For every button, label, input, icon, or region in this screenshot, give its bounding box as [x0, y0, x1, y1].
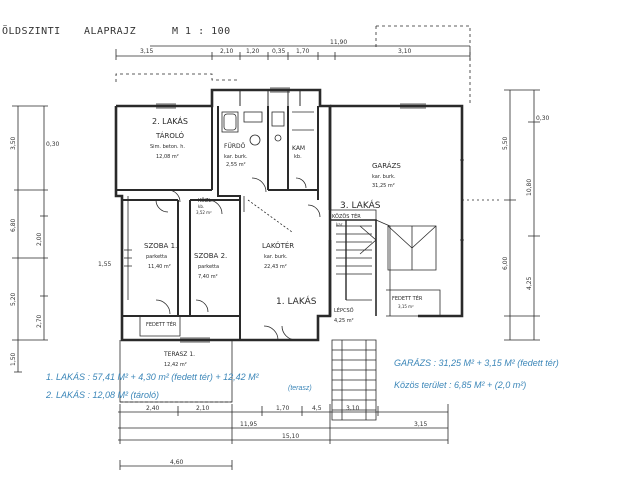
room-lakoter-label: LAKÓTÉR [262, 241, 294, 250]
room-kozl-floor: kb. [198, 204, 204, 209]
room-lepcso-area: 4,25 m² [334, 318, 354, 324]
dim-bottom-1: 2,40 [146, 405, 160, 412]
dim-bottom-4: 4,5 [312, 405, 322, 412]
dim-bottom-3: 1,70 [276, 405, 290, 412]
room-lakas2-label: 2. LAKÁS [152, 115, 188, 126]
note-lakas2: 2. LAKÁS : 12,08 M² (tároló) [45, 390, 159, 400]
room-garazs-floor: kar. burk. [372, 174, 396, 180]
dim-bottom-right: 3,15 [414, 421, 428, 428]
room-szoba2-floor: parketta [198, 264, 219, 270]
dim-right-1: 5,50 [502, 136, 509, 150]
room-szoba1-floor: parketta [146, 254, 167, 260]
dim-left-3: 5,20 [10, 292, 17, 306]
room-lakoter-floor: kar. burk. [264, 254, 288, 260]
room-kamra-label: KAM [292, 145, 305, 152]
dim-top-5: 1,70 [296, 48, 310, 55]
room-fedett-left-label: FEDETT TÉR [146, 320, 177, 328]
dim-top-2: 2,10 [220, 48, 234, 55]
room-kozos-label: KÖZÖS TÉR [332, 212, 361, 220]
note-lakas1-terasz: (terasz) [288, 385, 312, 392]
dim-bottom-2: 2,10 [196, 405, 210, 412]
dim-top-4: 0,35 [272, 48, 286, 55]
room-tarolo-floor: Sim. beton. h. [150, 144, 185, 150]
room-kozl-area: 3,52 m² [196, 210, 212, 215]
room-terasz-label: TERASZ 1. [163, 351, 195, 358]
room-szoba2-area: 7,40 m² [198, 274, 218, 280]
room-garazs-area: 31,25 m² [372, 183, 395, 189]
dim-top-total: 11,90 [330, 39, 347, 46]
dim-bottom-sub: 11,95 [240, 421, 257, 428]
dim-left-4: 1,50 [10, 352, 17, 366]
room-fedett-right-area: 3,15 m² [398, 304, 414, 309]
room-furdo-label: FÜRDŐ [224, 143, 246, 150]
note-kozos: Közös terület : 6,85 M² + (2,0 m²) [394, 380, 526, 390]
dim-left-small-3: 1,55 [98, 261, 112, 268]
dim-bottom-5: 3,10 [346, 405, 360, 412]
plan-subtitle: ALAPRAJZ [84, 26, 137, 37]
room-szoba1-area: 11,40 m² [148, 264, 171, 270]
room-kozos-floor: kar. [336, 222, 343, 227]
dim-left-small-4: 2,70 [36, 314, 43, 328]
dim-right-tick: 0,30 [536, 115, 550, 122]
dim-right-2: 10,80 [526, 179, 533, 196]
plan-title: ÖLDSZINTI [2, 26, 61, 37]
dim-top-1: 3,15 [140, 48, 154, 55]
dim-left-small-2: 2,00 [36, 232, 43, 246]
note-garazs: GARÁZS : 31,25 M² + 3,15 M² (fedett tér) [394, 358, 559, 368]
room-szoba1-label: SZOBA 1. [144, 242, 177, 250]
dim-left-small-1: 0,30 [46, 141, 60, 148]
dim-right-4: 6,00 [502, 256, 509, 270]
dim-bottom-left: 4,60 [170, 459, 184, 466]
dim-top-3: 1,20 [246, 48, 260, 55]
room-lakas1-label: 1. LAKÁS [276, 295, 317, 307]
room-furdo-floor: kar. burk. [224, 154, 248, 160]
room-lakas3-label: 3. LAKÁS [340, 199, 381, 211]
room-labels: 2. LAKÁS TÁROLÓ Sim. beton. h. 12,08 m² … [144, 115, 423, 368]
dim-bottom-total: 15,10 [282, 433, 299, 440]
room-fedett-right-label: FEDETT TÉR [392, 294, 423, 302]
room-lepcso-label: LÉPCSŐ [334, 306, 354, 314]
dim-top-6: 3,10 [398, 48, 412, 55]
dim-right-3: 4,25 [526, 276, 533, 290]
room-kozl-label: KÖZL. [198, 197, 213, 204]
room-furdo-area: 2,55 m² [226, 162, 246, 168]
room-szoba2-label: SZOBA 2. [194, 252, 227, 260]
drawing-lines [12, 25, 540, 470]
room-terasz-area: 12,42 m² [164, 362, 187, 368]
dim-left-2: 6,80 [10, 218, 17, 232]
room-garazs-label: GARÁZS [372, 161, 401, 170]
note-lakas1: 1. LAKÁS : 57,41 M² + 4,30 m² (fedett té… [46, 372, 260, 382]
room-tarolo-label: TÁROLÓ [155, 131, 185, 140]
plan-scale: M 1 : 100 [172, 26, 231, 37]
room-lakoter-area: 22,43 m² [264, 264, 287, 270]
room-kamra-floor: kb. [294, 154, 302, 160]
room-tarolo-area: 12,08 m² [156, 154, 179, 160]
dim-left-1: 3,50 [10, 136, 17, 150]
